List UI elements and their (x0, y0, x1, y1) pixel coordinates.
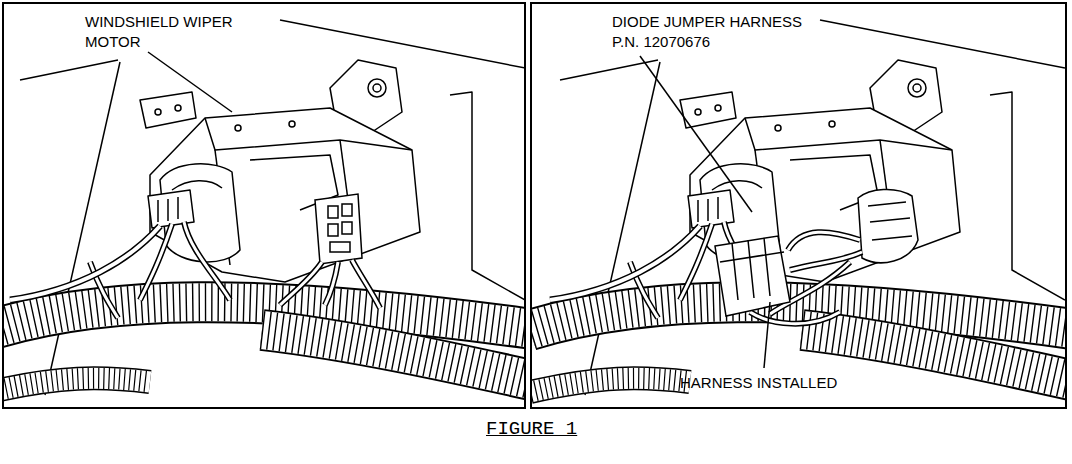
illustration-part (4, 20, 524, 395)
illustration-part (788, 232, 860, 250)
illustration-part (315, 194, 362, 264)
leader-line (764, 302, 770, 368)
illustration-part (868, 202, 912, 240)
wiper-motor-view (4, 20, 524, 395)
illustration-part (532, 20, 1065, 395)
leader-line (148, 52, 232, 112)
illustration-part (328, 206, 338, 218)
illustration-part (325, 262, 338, 305)
figure-caption: FIGURE 1 (486, 418, 577, 440)
illustration-part (280, 262, 322, 305)
illustration-part (325, 262, 338, 305)
illustration-part (858, 189, 918, 262)
illustration-part (750, 312, 840, 324)
illustration-part (342, 204, 352, 216)
illustration-part (280, 194, 380, 308)
illustration-part (720, 252, 784, 262)
illustration-part (750, 312, 840, 324)
illustration-part (790, 252, 862, 270)
illustration-part (715, 236, 790, 316)
illustration-part (790, 252, 862, 270)
part-label: DIODE JUMPER HARNESS P.N. 12070676 (612, 12, 817, 52)
illustration-part (342, 222, 352, 234)
harness-installed-view (532, 20, 1065, 395)
illustration-part (280, 262, 322, 305)
illustration-part (352, 260, 380, 308)
illustration-part (732, 238, 770, 300)
illustration-part (328, 224, 338, 236)
illustration-part (330, 242, 350, 252)
leader-line (640, 56, 752, 212)
part-label: WINDSHIELD WIPER MOTOR (85, 12, 260, 52)
illustration-part (352, 260, 380, 308)
illustration-part (788, 232, 860, 250)
illustration-part (715, 189, 918, 323)
illustration-part (532, 20, 1065, 395)
callout-label: HARNESS INSTALLED (680, 373, 900, 393)
